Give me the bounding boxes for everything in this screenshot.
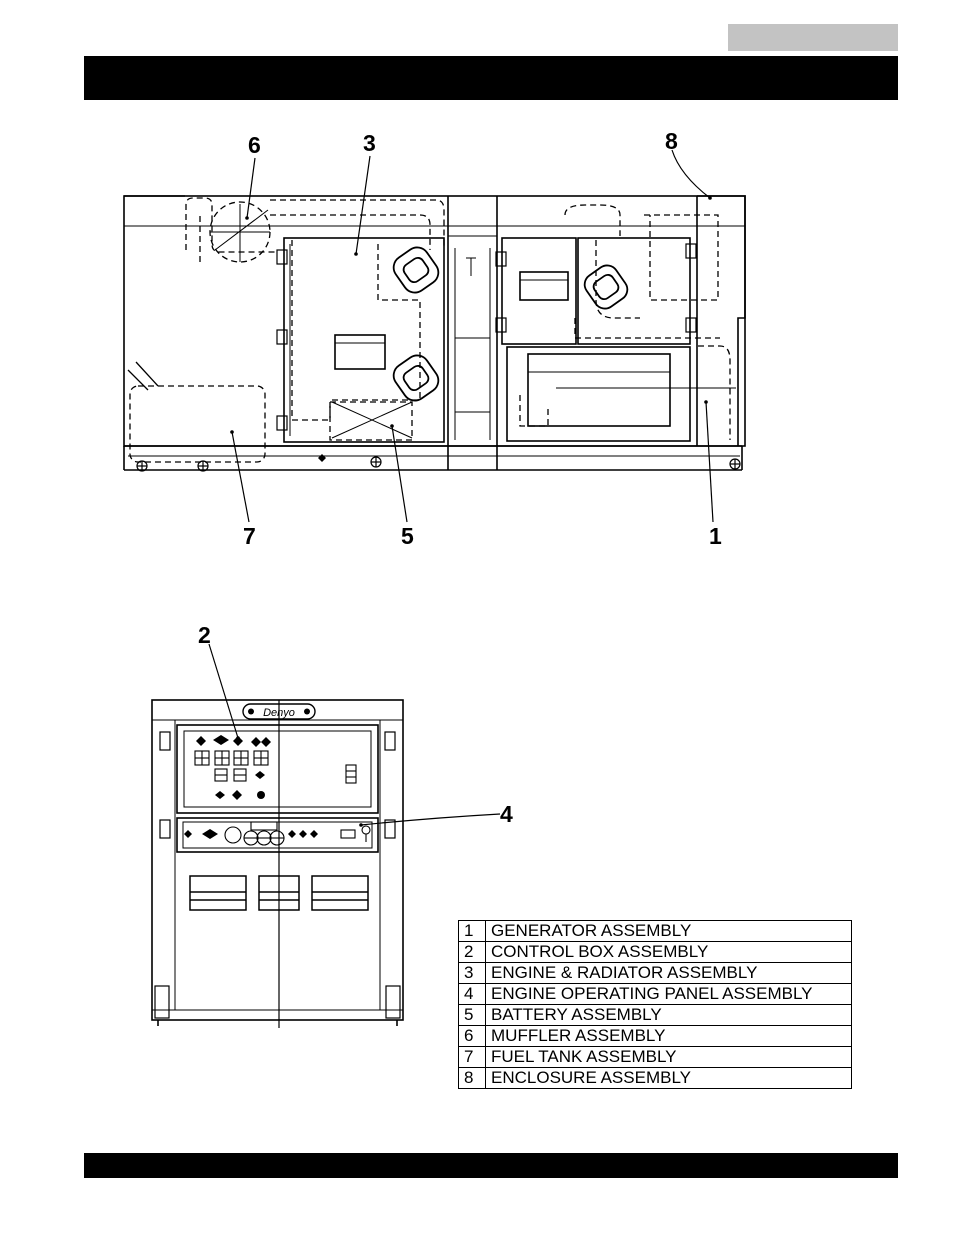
callout-3: 3 [363,130,376,156]
legend-item-number: 1 [458,920,486,942]
callout-2: 2 [198,622,211,648]
legend-item-number: 7 [458,1046,486,1068]
legend-item-label: ENGINE & RADIATOR ASSEMBLY [485,962,852,984]
front-view-drawing [151,643,501,1028]
legend-item-label: ENGINE OPERATING PANEL ASSEMBLY [485,983,852,1005]
legend-item-number: 3 [458,962,486,984]
callout-6: 6 [248,132,261,158]
legend-item-label: CONTROL BOX ASSEMBLY [485,941,852,963]
callout-1: 1 [709,523,722,549]
legend-item-number: 8 [458,1067,486,1089]
legend-item-label: GENERATOR ASSEMBLY [485,920,852,942]
callout-4: 4 [500,801,513,827]
callout-7: 7 [243,523,256,549]
legend-item-label: ENCLOSURE ASSEMBLY [485,1067,852,1089]
header-gray-tab [728,24,898,51]
legend-item-label: BATTERY ASSEMBLY [485,1004,852,1026]
side-view-drawing [123,149,746,523]
legend-item-number: 6 [458,1025,486,1047]
denyo-logo-text: Denyo [263,707,295,719]
callout-5: 5 [401,523,414,549]
footer-black-bar [84,1153,898,1178]
callout-8: 8 [665,128,678,154]
legend-item-label: FUEL TANK ASSEMBLY [485,1046,852,1068]
legend-item-label: MUFFLER ASSEMBLY [485,1025,852,1047]
legend-item-number: 4 [458,983,486,1005]
header-black-bar [84,56,898,100]
legend-item-number: 2 [458,941,486,963]
legend-item-number: 5 [458,1004,486,1026]
